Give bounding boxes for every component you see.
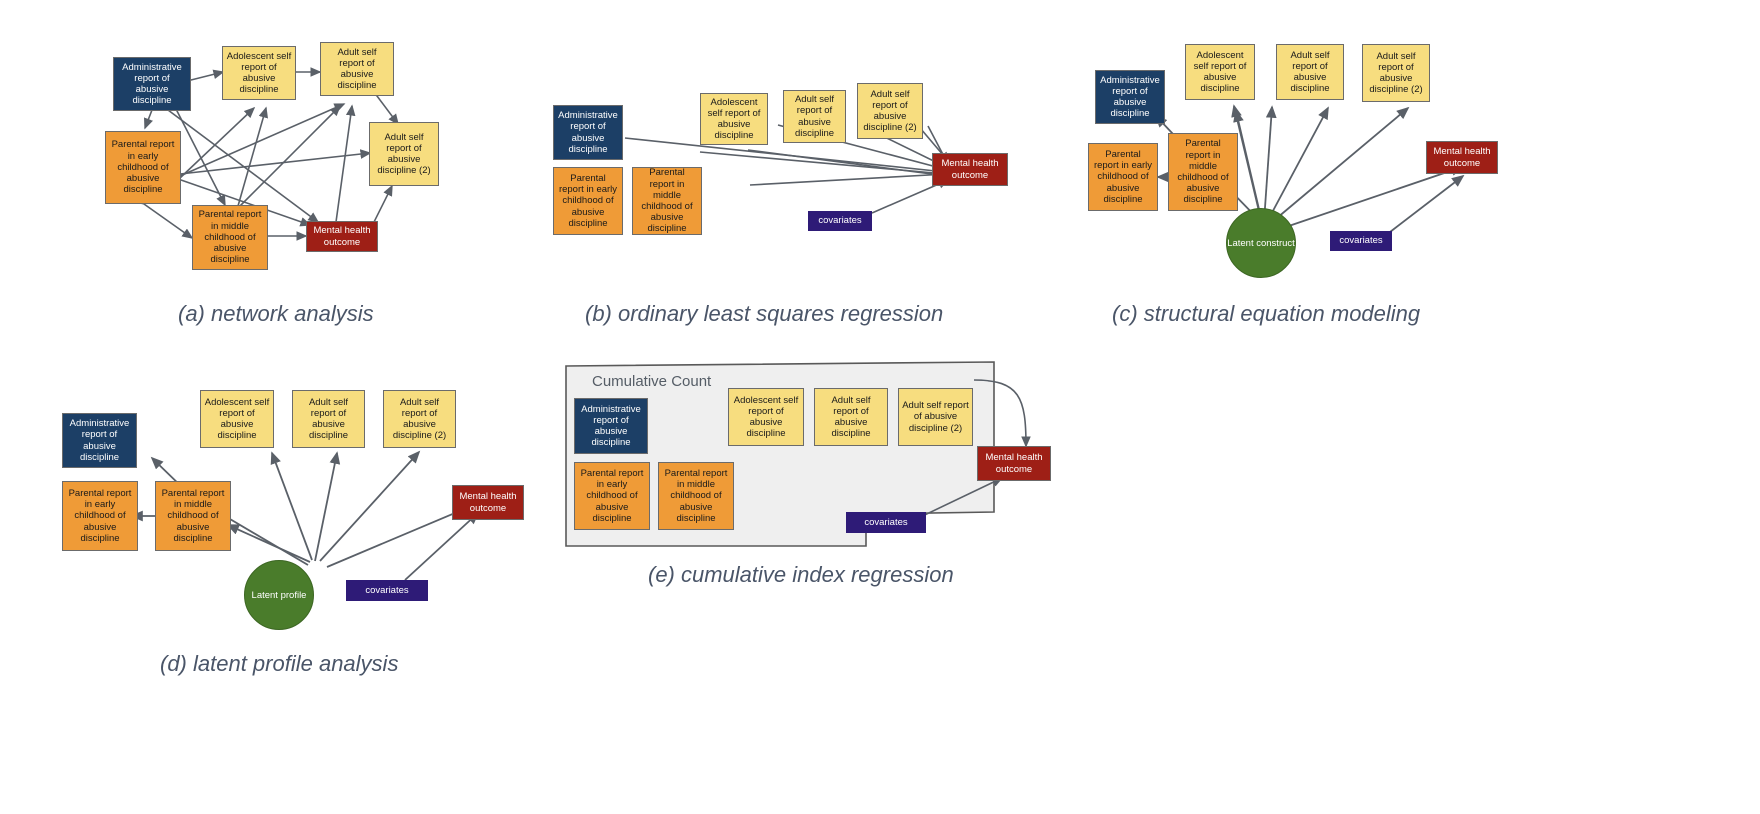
caption-panel-b: (b) ordinary least squares regression (585, 301, 944, 326)
node-adolescent-self-report[interactable]: Adolescent self report of abusive discip… (728, 388, 804, 446)
node-adult-self-report[interactable]: Adult self report of abusive discipline (1276, 44, 1344, 100)
node-parental-middle[interactable]: Parental report in middle childhood of a… (192, 205, 268, 270)
node-latent-profile[interactable]: Latent profile (244, 560, 314, 630)
node-adult-self-report-2[interactable]: Adult self report of abusive discipline … (898, 388, 973, 446)
node-administrative-report[interactable]: Administrative report of abusive discipl… (553, 105, 623, 160)
node-administrative-report[interactable]: Administrative report of abusive discipl… (62, 413, 137, 468)
node-adolescent-self-report[interactable]: Adolescent self report of abusive discip… (200, 390, 274, 448)
node-parental-middle[interactable]: Parental report in middle childhood of a… (632, 167, 702, 235)
node-adolescent-self-report[interactable]: Adolescent self report of abusive discip… (222, 46, 296, 100)
node-parental-middle[interactable]: Parental report in middle childhood of a… (155, 481, 231, 551)
node-mental-health-outcome[interactable]: Mental health outcome (977, 446, 1051, 481)
node-mental-health-outcome[interactable]: Mental health outcome (1426, 141, 1498, 174)
caption-panel-c: (c) structural equation modeling (1112, 301, 1421, 326)
node-parental-early[interactable]: Parental report in early childhood of ab… (553, 167, 623, 235)
node-parental-early[interactable]: Parental report in early childhood of ab… (1088, 143, 1158, 211)
node-adult-self-report-2[interactable]: Adult self report of abusive discipline … (369, 122, 439, 186)
node-mental-health-outcome[interactable]: Mental health outcome (306, 221, 378, 252)
panel-network-analysis: Administrative report of abusive discipl… (0, 0, 520, 340)
panel-latent-profile: Administrative report of abusive discipl… (0, 350, 560, 650)
node-administrative-report[interactable]: Administrative report of abusive discipl… (1095, 70, 1165, 124)
node-adult-self-report-2[interactable]: Adult self report of abusive discipline … (383, 390, 456, 448)
node-latent-construct[interactable]: Latent construct (1226, 208, 1296, 278)
node-parental-middle[interactable]: Parental report in middle childhood of a… (658, 462, 734, 530)
node-adult-self-report[interactable]: Adult self report of abusive discipline (783, 90, 846, 143)
panel-ols-regression: Administrative report of abusive discipl… (520, 0, 1040, 340)
node-parental-middle[interactable]: Parental report in middle childhood of a… (1168, 133, 1238, 211)
node-adult-self-report[interactable]: Adult self report of abusive discipline (320, 42, 394, 96)
node-administrative-report[interactable]: Administrative report of abusive discipl… (574, 398, 648, 454)
node-covariates[interactable]: covariates (808, 211, 872, 231)
node-adult-self-report-2[interactable]: Adult self report of abusive discipline … (1362, 44, 1430, 102)
node-adult-self-report[interactable]: Adult self report of abusive discipline (292, 390, 365, 448)
caption-panel-d: (d) latent profile analysis (160, 651, 399, 676)
node-covariates[interactable]: covariates (846, 512, 926, 533)
node-mental-health-outcome[interactable]: Mental health outcome (932, 153, 1008, 186)
node-adult-self-report[interactable]: Adult self report of abusive discipline (814, 388, 888, 446)
node-adolescent-self-report[interactable]: Adolescent self report of abusive discip… (700, 93, 768, 145)
node-mental-health-outcome[interactable]: Mental health outcome (452, 485, 524, 520)
node-parental-early[interactable]: Parental report in early childhood of ab… (574, 462, 650, 530)
node-adult-self-report-2[interactable]: Adult self report of abusive discipline … (857, 83, 923, 139)
panel-sem: Administrative report of abusive discipl… (1040, 0, 1560, 340)
node-covariates[interactable]: covariates (346, 580, 428, 601)
node-covariates[interactable]: covariates (1330, 231, 1392, 251)
node-parental-early[interactable]: Parental report in early childhood of ab… (105, 131, 181, 204)
node-adolescent-self-report[interactable]: Adolescent self report of abusive discip… (1185, 44, 1255, 100)
node-parental-early[interactable]: Parental report in early childhood of ab… (62, 481, 138, 551)
caption-panel-e: (e) cumulative index regression (648, 562, 954, 587)
node-administrative-report[interactable]: Administrative report of abusive discipl… (113, 57, 191, 111)
panel-cumulative-index: Cumulative Count Administrative report o… (550, 350, 1110, 580)
cumulative-count-label: Cumulative Count (592, 373, 712, 390)
caption-panel-a: (a) network analysis (178, 301, 374, 326)
